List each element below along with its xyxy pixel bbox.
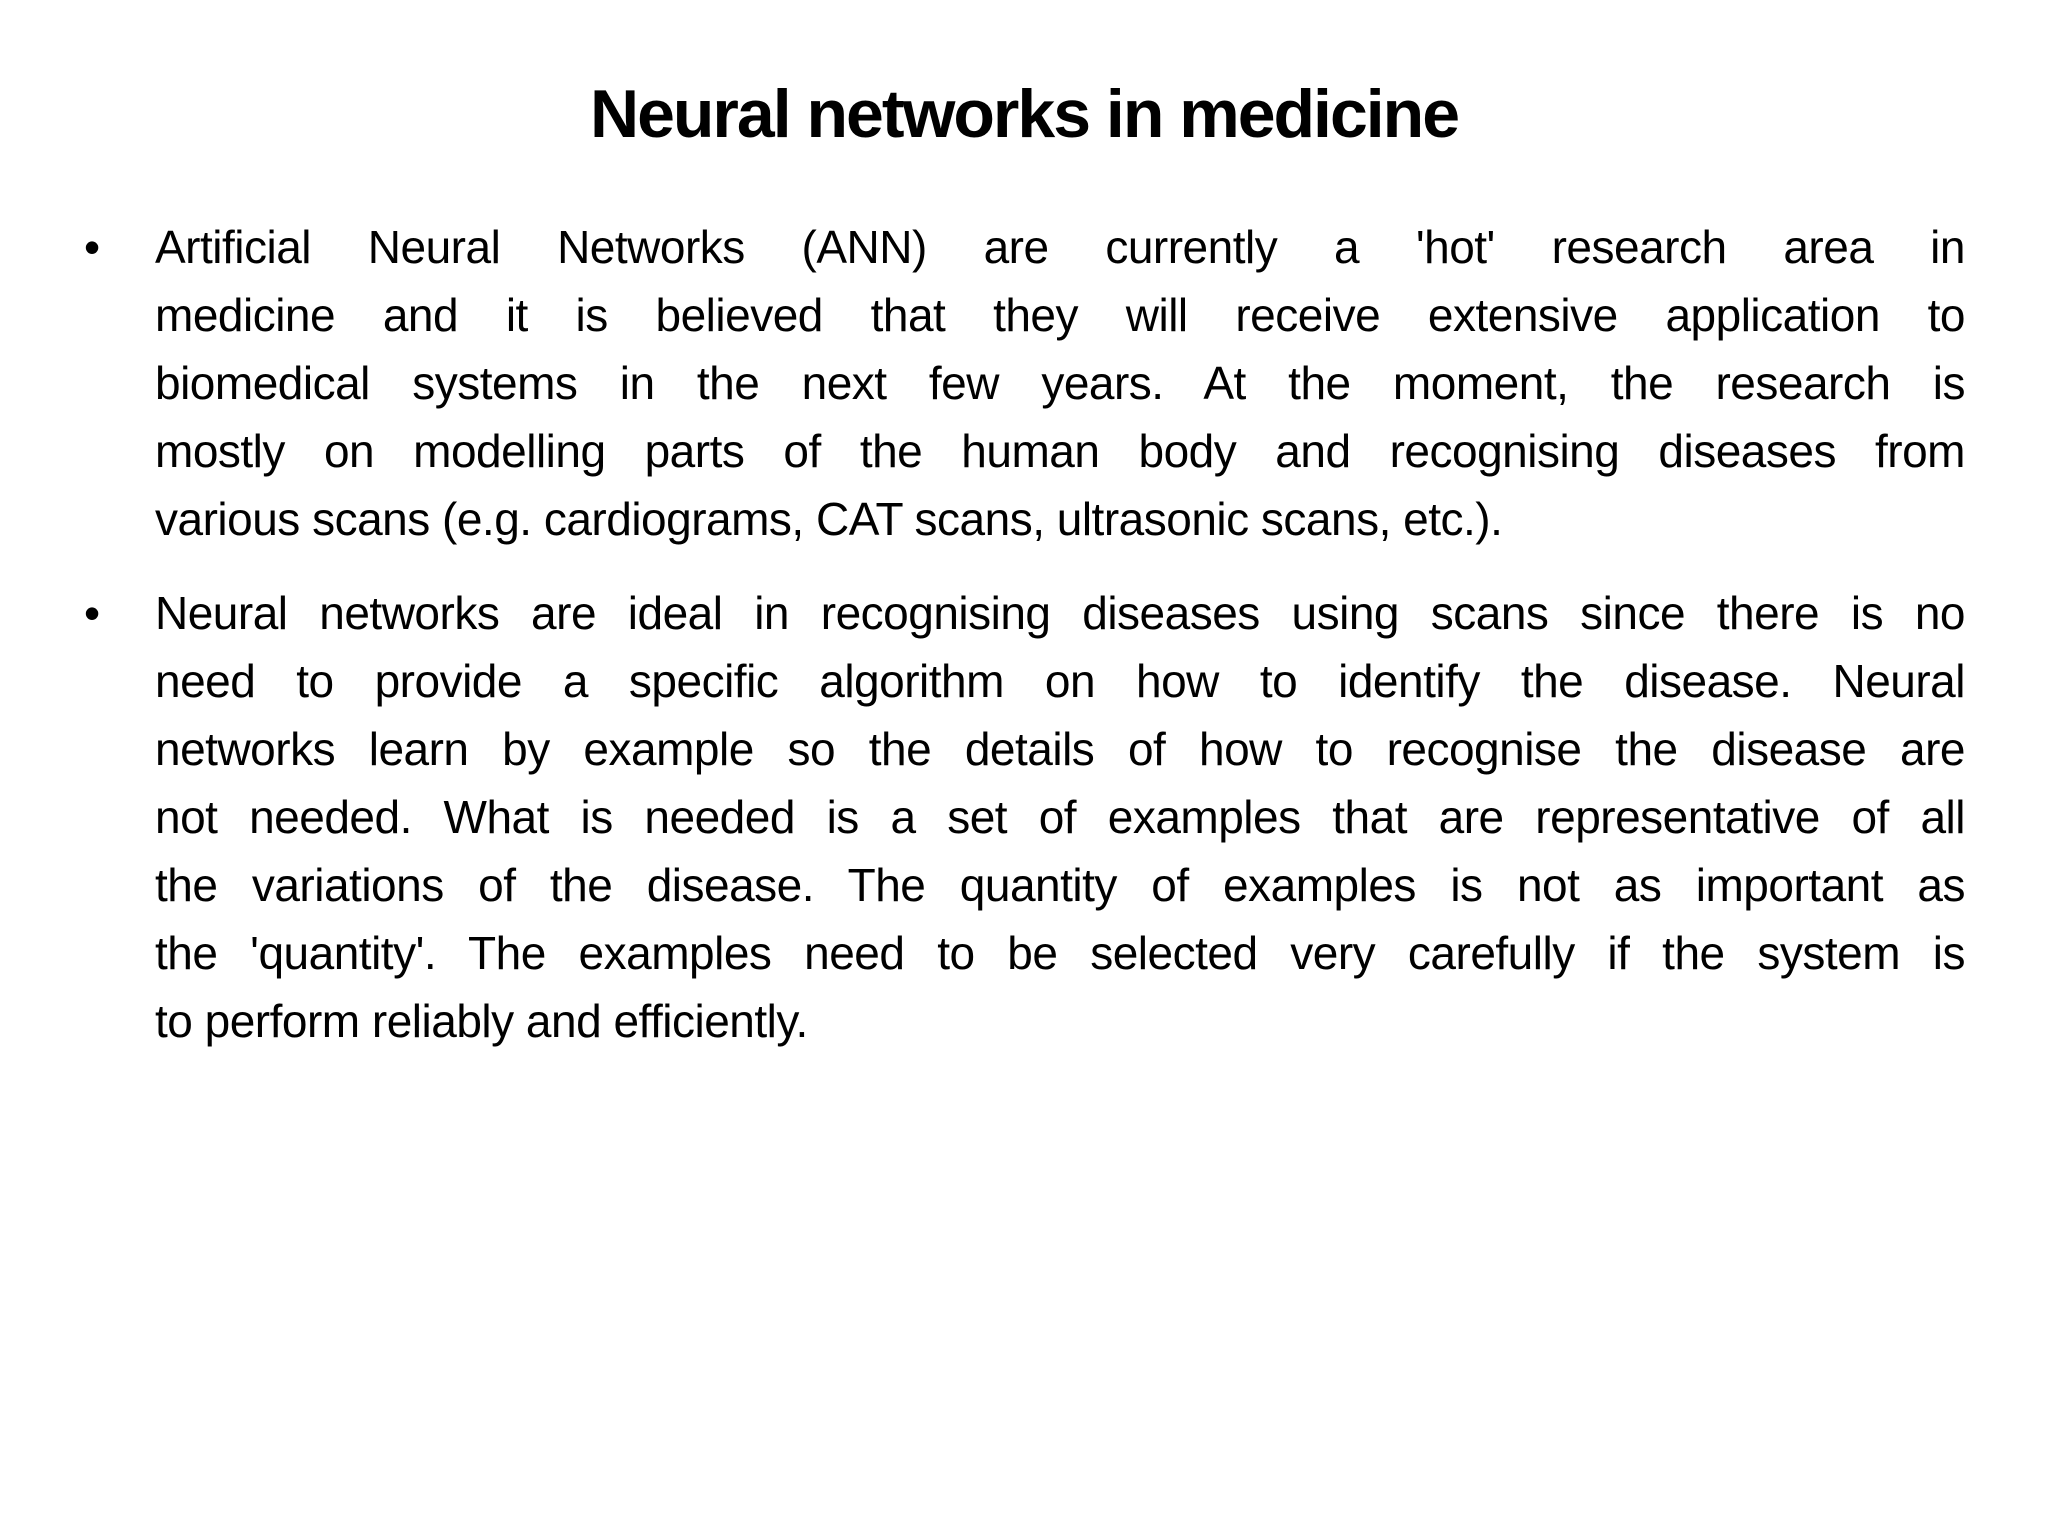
body-line: not needed. What is needed is a set of e… [155,791,1966,843]
body-line: Neural networks are ideal in recognising… [155,587,1966,639]
bullet-list: • Artificial Neural Networks (ANN) are c… [82,213,1966,1055]
bullet-text-1: Artificial Neural Networks (ANN) are cur… [155,213,1966,553]
slide-title: Neural networks in medicine [589,76,1460,152]
body-line: to perform reliably and efficiently. [155,995,808,1047]
body-line: biomedical systems in the next few years… [155,357,1966,409]
body-line: mostly on modelling parts of the human b… [155,425,1966,477]
bullet-icon: • [84,587,101,639]
bullet-icon: • [84,221,101,273]
bullet-item-2: • Neural networks are ideal in recognisi… [82,579,1966,1055]
body-line: Artificial Neural Networks (ANN) are cur… [155,221,1966,273]
body-line: need to provide a specific algorithm on … [155,655,1966,707]
bullet-text-2: Neural networks are ideal in recognising… [155,579,1966,1055]
body-line: the variations of the disease. The quant… [155,859,1966,911]
body-line: medicine and it is believed that they wi… [155,289,1966,341]
body-line: various scans (e.g. cardiograms, CAT sca… [155,493,1503,545]
body-line: the 'quantity'. The examples need to be … [155,927,1966,979]
body-line: networks learn by example so the details… [155,723,1966,775]
bullet-item-1: • Artificial Neural Networks (ANN) are c… [82,213,1966,553]
